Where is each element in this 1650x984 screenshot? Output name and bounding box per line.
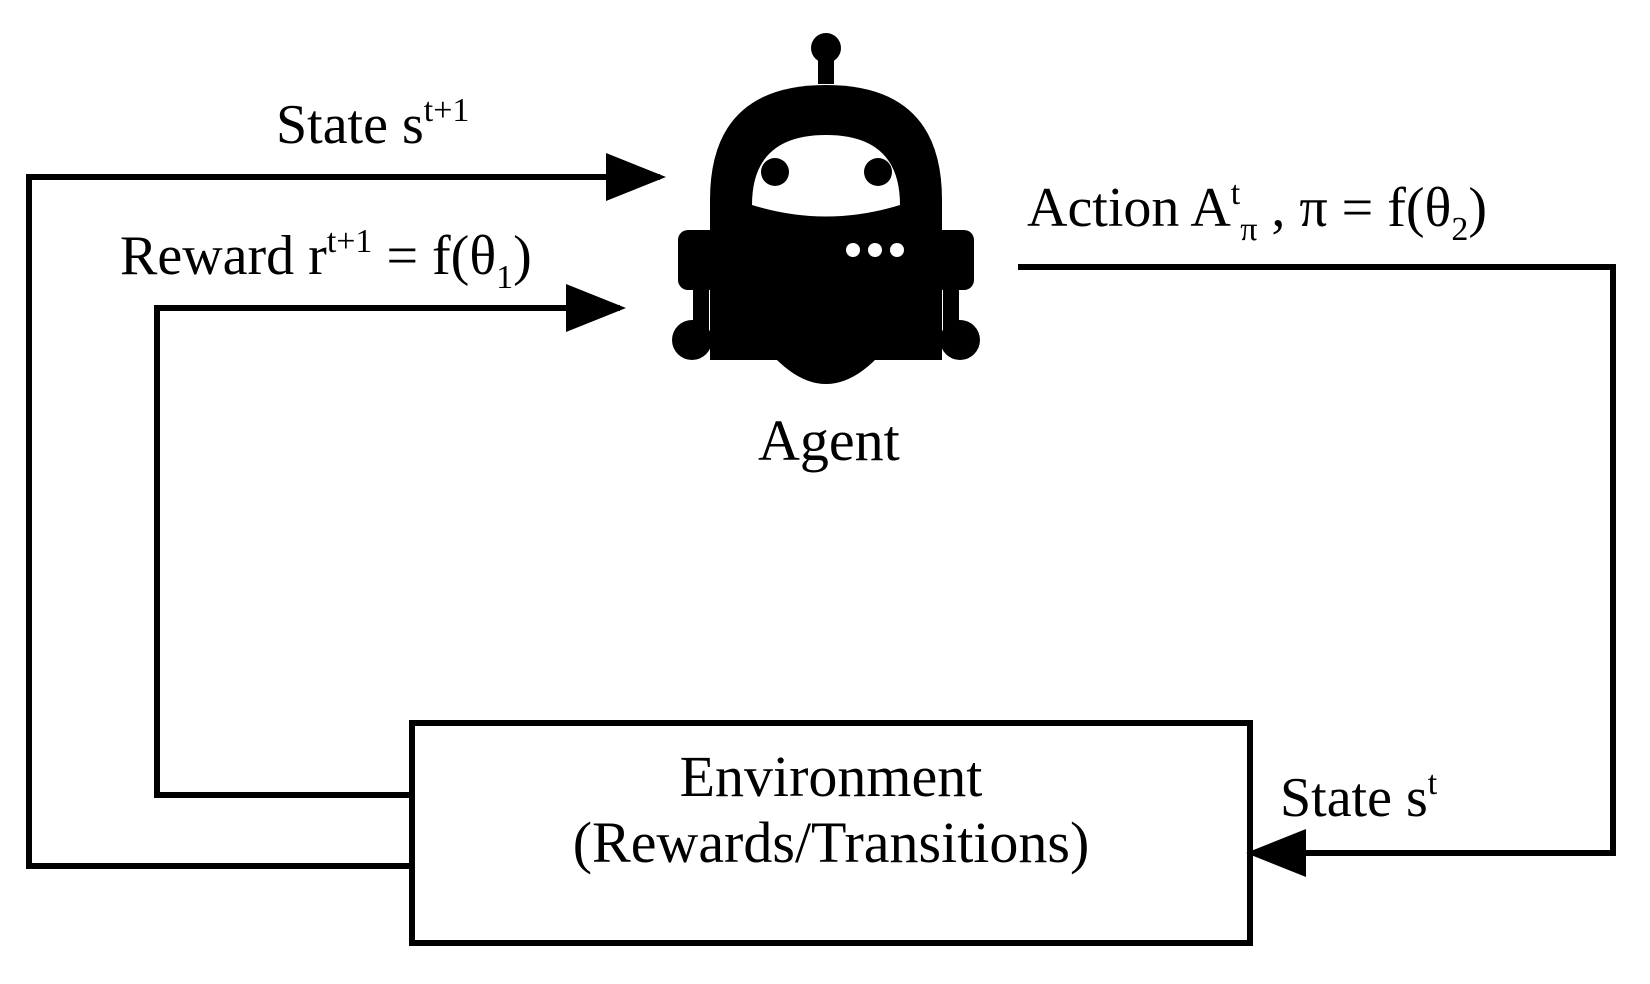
environment-subtitle: (Rewards/Transitions) [572,810,1090,875]
agent-text: Agent [758,408,900,473]
reward-suffix: ) [513,225,532,287]
reward-subscript: 1 [496,259,514,296]
reward-mid: = f(θ [372,225,497,287]
action-label: Action Atπ , π = f(θ2) [1027,177,1488,247]
state-current-superscript: t [1427,765,1438,802]
environment-text: Environment (Rewards/Transitions) [412,722,1250,876]
state-next-superscript: t+1 [423,92,470,129]
action-superscript: t [1230,175,1241,212]
action-mid: , π = f(θ [1257,177,1452,239]
reward-superscript: t+1 [326,223,373,260]
agent-label: Agent [758,412,900,470]
action-prefix: Action A [1027,177,1231,239]
environment-title: Environment [679,744,983,809]
action-subscript-2: 2 [1451,211,1469,248]
state-next-text: State s [276,94,424,156]
reward-prefix: Reward r [120,225,327,287]
state-next-label: State st+1 [276,94,469,156]
action-suffix: ) [1468,177,1488,239]
reward-arrow [154,284,626,798]
state-next-arrow [26,153,666,869]
reward-label: Reward rt+1 = f(θ1) [120,225,532,295]
action-subscript: π [1240,211,1258,248]
action-arrow [1018,264,1616,877]
robot-icon [672,33,980,384]
state-current-text: State s [1280,767,1428,829]
state-current-label: State st [1280,767,1437,829]
